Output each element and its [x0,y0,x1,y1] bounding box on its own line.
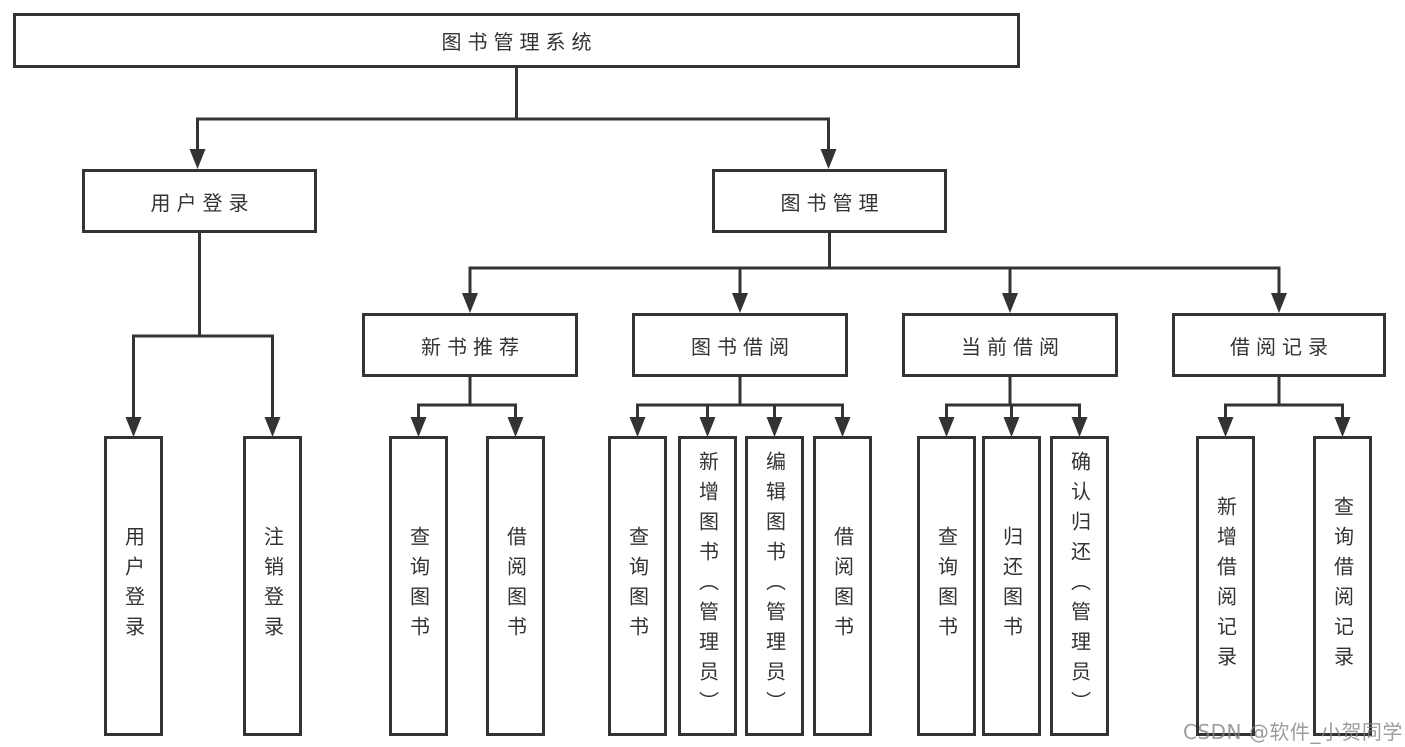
leaf-borrow-books-borrowing: 借阅图书 [813,436,872,736]
leaf-edit-book-admin: 编辑图书（管理员） [745,436,804,736]
leaf-query-books-borrowing: 查询图书 [608,436,667,736]
leaf-add-book-admin: 新增图书（管理员） [678,436,737,736]
node-label: 图书借阅 [691,334,795,359]
node-label: 新书推荐 [421,334,525,359]
node-label: 用户登录 [121,526,146,646]
node-new-book-recommend: 新书推荐 [362,313,578,377]
node-label: 借阅图书 [503,526,528,646]
node-book-borrowing: 图书借阅 [632,313,848,377]
node-label: 借阅图书 [830,526,855,646]
node-label: 注销登录 [260,526,285,646]
node-label: 新增借阅记录 [1213,496,1238,676]
watermark: CSDN @软件_小贺同学 [1183,720,1403,744]
node-label: 当前借阅 [961,334,1065,359]
node-user-login: 用户登录 [82,169,317,233]
node-label: 查询图书 [625,526,650,646]
node-borrowing-records: 借阅记录 [1172,313,1386,377]
node-current-borrowing: 当前借阅 [902,313,1118,377]
node-label: 确认归还（管理员） [1067,451,1092,721]
node-label: 归还图书 [999,526,1024,646]
node-library-management-system: 图书管理系统 [13,13,1020,68]
node-label: 图书管理 [780,190,885,215]
leaf-query-borrow-record: 查询借阅记录 [1313,436,1372,736]
node-label: 查询图书 [934,526,959,646]
leaf-user-login: 用户登录 [104,436,163,736]
node-label: 图书管理系统 [441,30,598,54]
node-label: 新增图书（管理员） [695,451,720,721]
node-label: 编辑图书（管理员） [762,451,787,721]
leaf-query-books-current: 查询图书 [917,436,976,736]
node-book-management: 图书管理 [712,169,947,233]
leaf-return-books: 归还图书 [982,436,1041,736]
node-label: 用户登录 [150,190,255,215]
node-label: 查询图书 [406,526,431,646]
leaf-add-borrow-record: 新增借阅记录 [1196,436,1255,736]
leaf-logout: 注销登录 [243,436,302,736]
node-label: 借阅记录 [1230,334,1334,359]
leaf-confirm-return-admin: 确认归还（管理员） [1050,436,1109,736]
node-label: 查询借阅记录 [1330,496,1355,676]
leaf-borrow-books-recommend: 借阅图书 [486,436,545,736]
leaf-query-books-recommend: 查询图书 [389,436,448,736]
